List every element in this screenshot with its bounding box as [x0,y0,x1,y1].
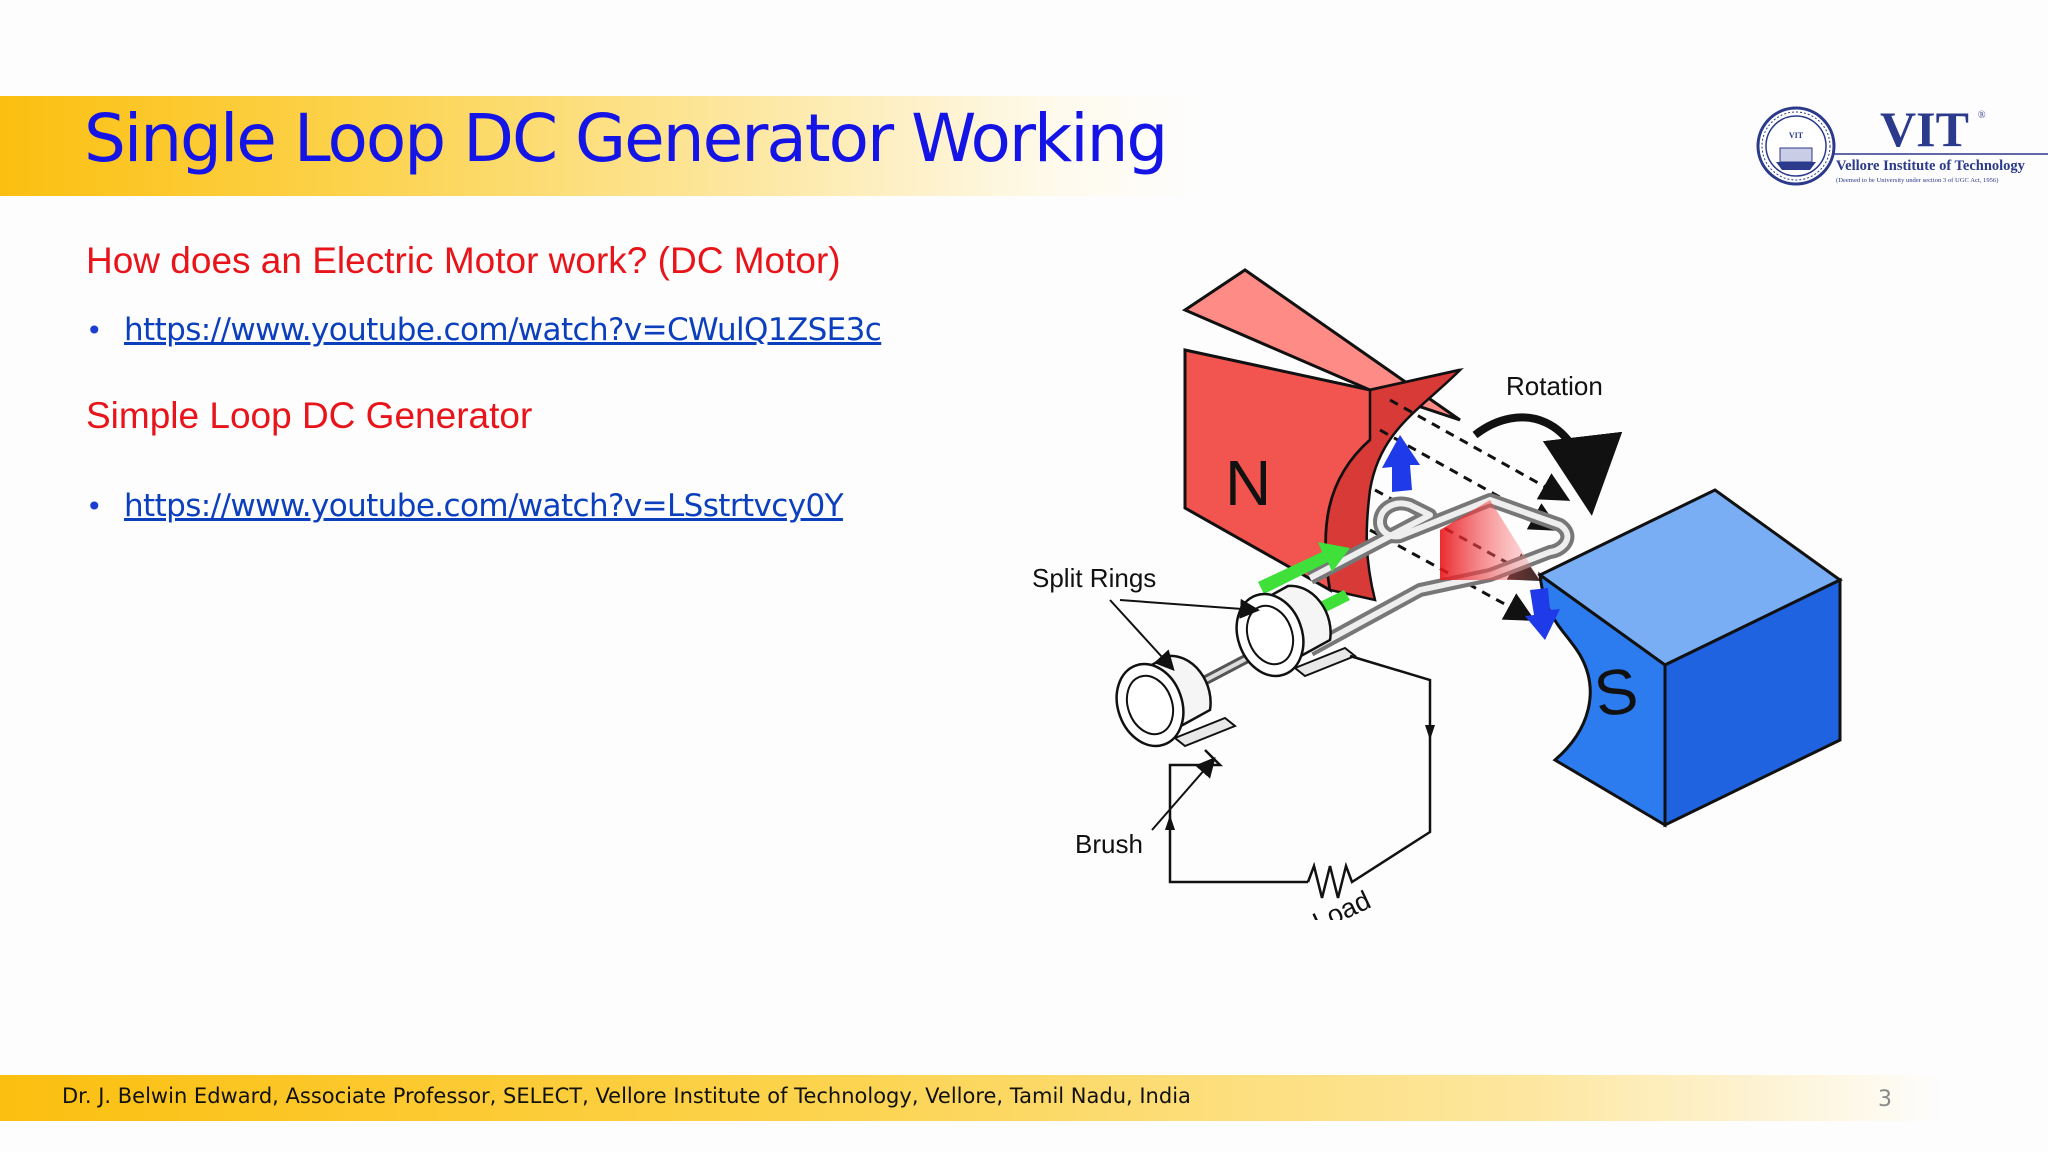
current-arrow-in-icon [1258,542,1350,594]
bullet-icon: • [86,490,103,523]
title-band [0,96,1200,196]
svg-text:VIT: VIT [1789,131,1804,140]
armature-loop [1306,493,1575,657]
force-arrow-down-icon [1525,588,1560,640]
rotation-arrow-icon [1472,413,1623,516]
bullet-item-generator-link: • https://www.youtube.com/watch?v=LSstrt… [86,488,844,524]
split-rings-label: Split Rings [1032,563,1156,593]
vit-seal-icon: VIT [1756,106,1836,186]
vit-logo-fullname: Vellore Institute of Technology [1836,158,2026,174]
youtube-link-dc-generator[interactable]: https://www.youtube.com/watch?v=LSstrtvc… [124,488,844,524]
split-rings-pointer [1119,598,1260,619]
footer-band [0,1075,2048,1121]
brush-back [1293,646,1357,678]
heading-simple-loop-generator: Simple Loop DC Generator [86,395,533,436]
south-magnet: S [1537,488,1843,828]
registered-mark: ® [1978,110,1986,121]
footer-author: Dr. J. Belwin Edward, Associate Professo… [62,1084,1191,1108]
brush-label: Brush [1075,829,1143,859]
split-ring-front [1115,654,1212,748]
south-pole-label: S [1590,654,1642,731]
rotation-label: Rotation [1506,371,1603,401]
split-rings-pointer [1109,599,1175,671]
loop-field-glow [1440,500,1540,580]
brush-pointer [1151,756,1216,831]
dc-generator-diagram: N Rotation S [1032,268,1843,920]
force-arrow-up-icon [1382,435,1420,492]
brush-front [1173,716,1237,748]
vit-logo-name: VIT [1880,104,1969,157]
bullet-icon: • [86,314,103,347]
vit-logo: VIT VIT ® Vellore Institute of Technolog… [1756,104,2048,186]
load-label: Load [1308,885,1375,920]
heading-dc-motor: How does an Electric Motor work? (DC Mot… [86,240,841,281]
force-arrows [1382,435,1560,640]
bullet-item-motor-link: • https://www.youtube.com/watch?v=CWulQ1… [86,312,882,348]
slide-title: Single Loop DC Generator Working [84,100,1168,177]
north-pole-label: N [1225,447,1271,519]
page-number: 3 [1878,1087,1892,1112]
youtube-link-dc-motor[interactable]: https://www.youtube.com/watch?v=CWulQ1ZS… [124,312,882,348]
vit-logo-tagline: (Deemed to be University under section 3… [1836,177,1998,184]
